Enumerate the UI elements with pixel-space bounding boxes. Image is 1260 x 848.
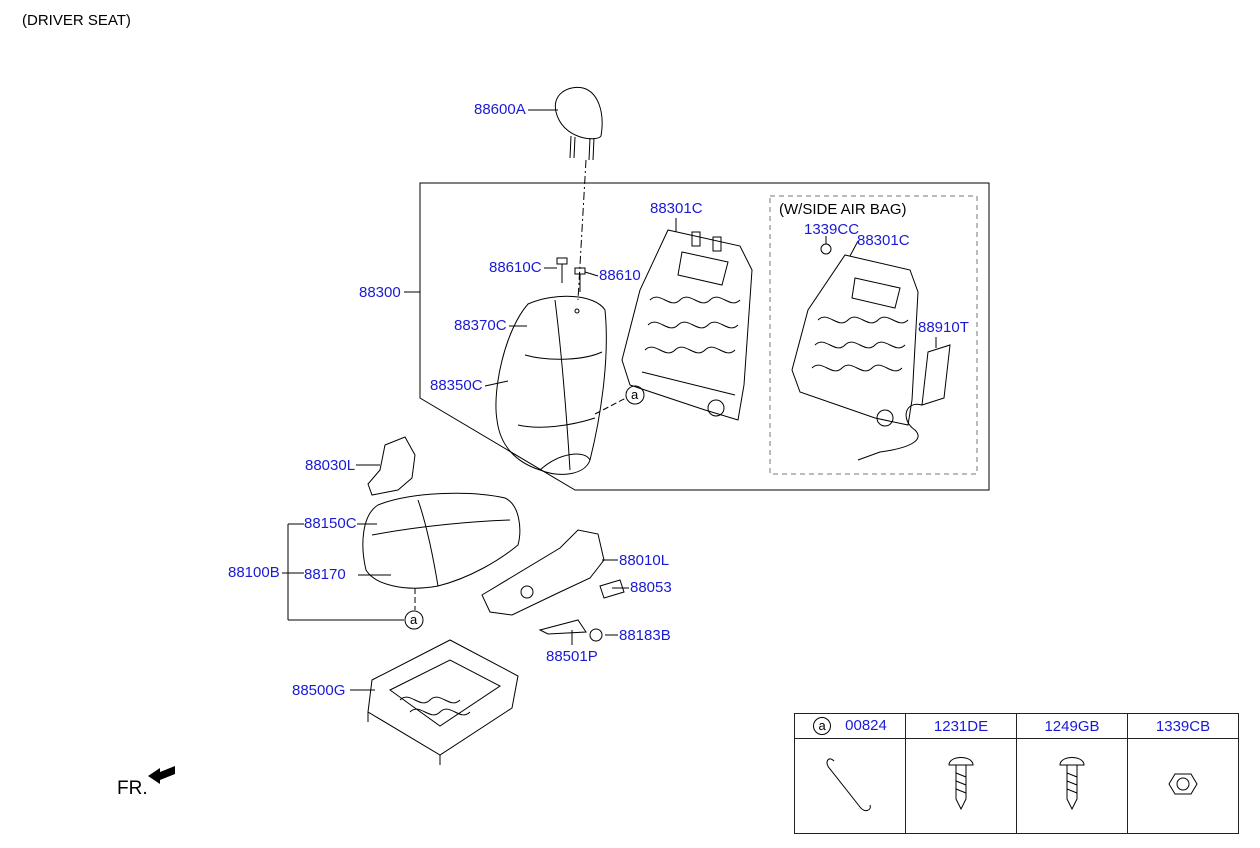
airbag-variant-box bbox=[769, 195, 978, 475]
cushion-callout-circle bbox=[404, 610, 424, 630]
guide-drawing bbox=[556, 257, 586, 292]
back-callout-line bbox=[594, 397, 627, 415]
label-88183B: 88183B bbox=[619, 627, 671, 644]
cushion-drawing bbox=[362, 492, 521, 589]
label-88053: 88053 bbox=[630, 579, 672, 596]
label-88610: 88610 bbox=[599, 267, 641, 284]
label-88500G: 88500G bbox=[292, 682, 346, 699]
screw-icon bbox=[948, 757, 974, 811]
airbag-variant-label: (W/SIDE AIR BAG) bbox=[779, 201, 907, 218]
label-88300: 88300 bbox=[359, 284, 401, 301]
label-88910T: 88910T bbox=[918, 319, 969, 336]
label-88370C: 88370C bbox=[454, 317, 507, 334]
label-88301C: 88301C bbox=[650, 200, 703, 217]
back-frame-airbag-drawing bbox=[791, 243, 951, 461]
back-callout-circle bbox=[625, 385, 645, 405]
back-frame-drawing bbox=[621, 229, 753, 421]
legend-callout-circle: a bbox=[813, 717, 832, 735]
lever-drawing bbox=[538, 619, 603, 642]
label-88350C: 88350C bbox=[430, 377, 483, 394]
headrest-axis bbox=[577, 159, 587, 301]
label-88610C: 88610C bbox=[489, 259, 542, 276]
back-pad-drawing bbox=[495, 295, 607, 475]
legend-header-3: 1249GB bbox=[1016, 713, 1128, 739]
track-drawing bbox=[367, 639, 519, 765]
legend-header-4: 1339CB bbox=[1127, 713, 1239, 739]
label-88170: 88170 bbox=[304, 566, 346, 583]
label-88030L: 88030L bbox=[305, 457, 356, 474]
hex-nut-icon bbox=[1168, 773, 1198, 795]
diagram-title: (DRIVER SEAT) bbox=[22, 12, 131, 29]
front-marker: FR. bbox=[117, 778, 148, 799]
label-1339CC: 1339CC bbox=[804, 221, 860, 238]
label-88010L: 88010L bbox=[619, 552, 670, 569]
label-88501P: 88501P bbox=[546, 648, 598, 665]
label-88150C: 88150C bbox=[304, 515, 357, 532]
label-88301C-airbag: 88301C bbox=[857, 232, 910, 249]
headrest-drawing bbox=[554, 86, 603, 161]
back-assy-frame bbox=[419, 182, 990, 491]
label-88100B: 88100B bbox=[228, 564, 280, 581]
hook-wire-icon bbox=[826, 758, 871, 812]
shield-inner-drawing bbox=[367, 436, 416, 496]
front-arrow-icon bbox=[148, 766, 175, 784]
bolt-icon bbox=[1059, 757, 1085, 811]
shield-outer-drawing bbox=[481, 529, 625, 616]
label-88600A: 88600A bbox=[474, 101, 526, 118]
leader-lines bbox=[282, 109, 937, 691]
legend-header-2: 1231DE bbox=[905, 713, 1017, 739]
back-callout-letter: a bbox=[631, 387, 639, 402]
cushion-callout-letter: a bbox=[410, 612, 418, 627]
